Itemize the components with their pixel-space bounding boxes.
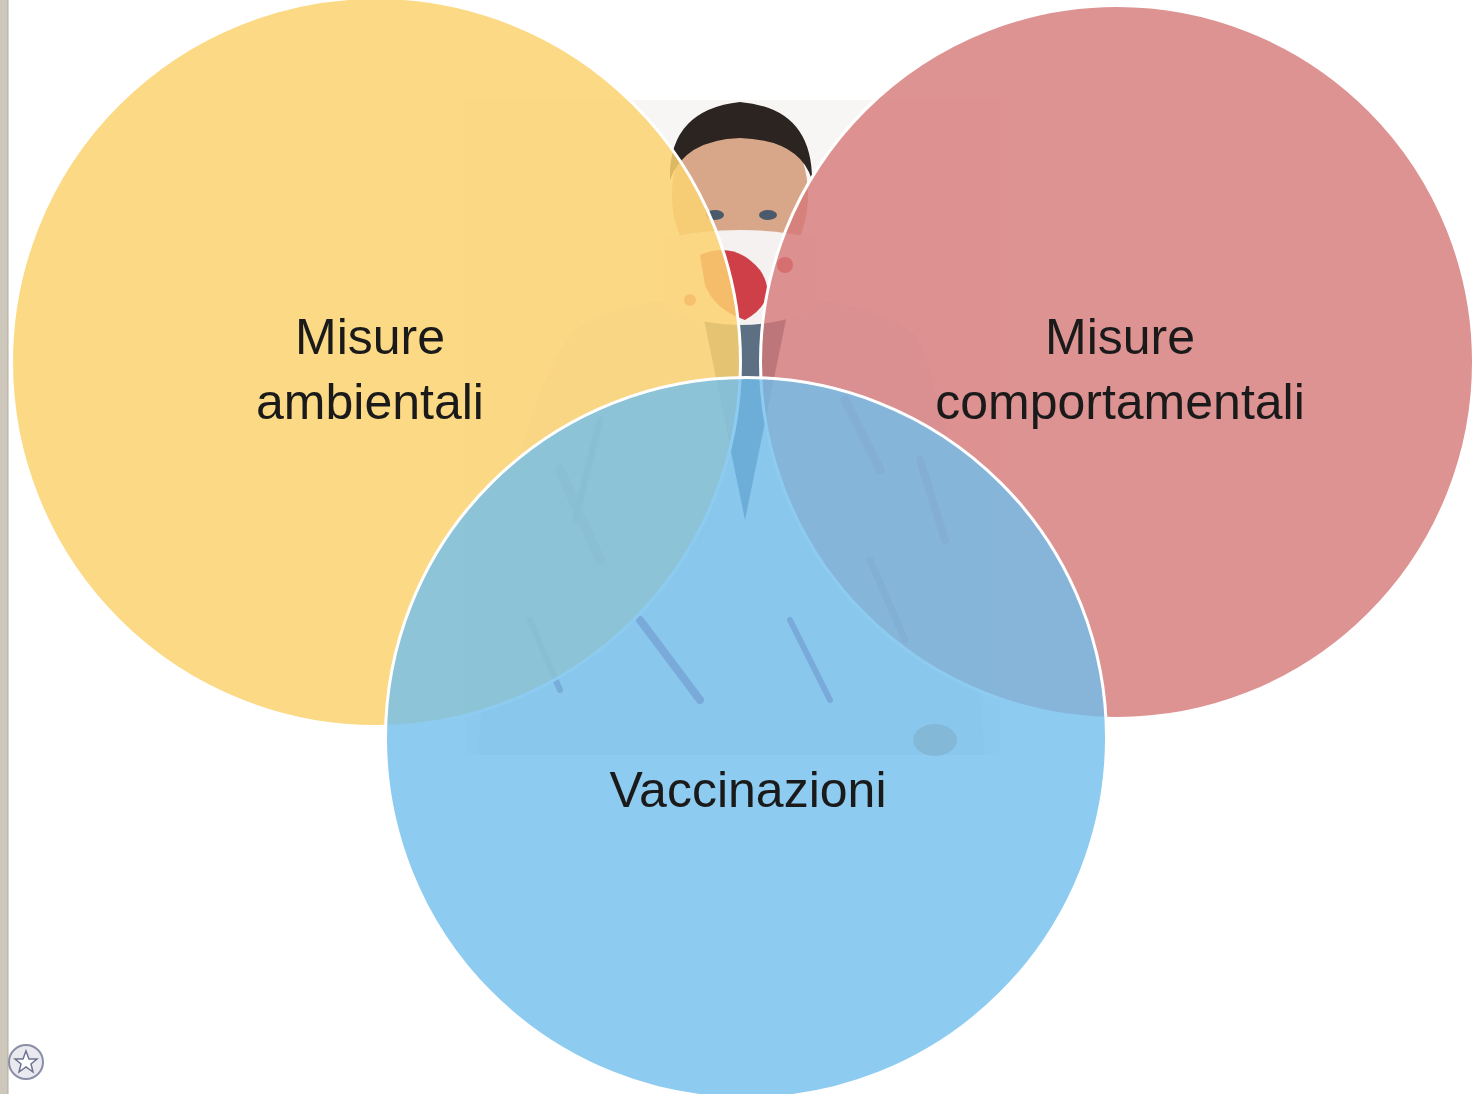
venn-circle: Vaccinazioni bbox=[384, 376, 1108, 1094]
circle-fill bbox=[386, 378, 1107, 1094]
circle-label: Vaccinazioni bbox=[438, 758, 1058, 823]
circle-label: Misure comportamentali bbox=[880, 305, 1360, 435]
circle-label-box: Vaccinazioni bbox=[438, 758, 1058, 823]
circle-label-box: Misure ambientali bbox=[210, 305, 530, 435]
circle-label-box: Misure comportamentali bbox=[880, 305, 1360, 435]
side-strip-edge bbox=[8, 0, 9, 1094]
side-strip bbox=[0, 0, 8, 1094]
circle-label: Misure ambientali bbox=[210, 305, 530, 435]
emblem bbox=[9, 1045, 43, 1079]
circle-shape bbox=[384, 376, 1108, 1094]
